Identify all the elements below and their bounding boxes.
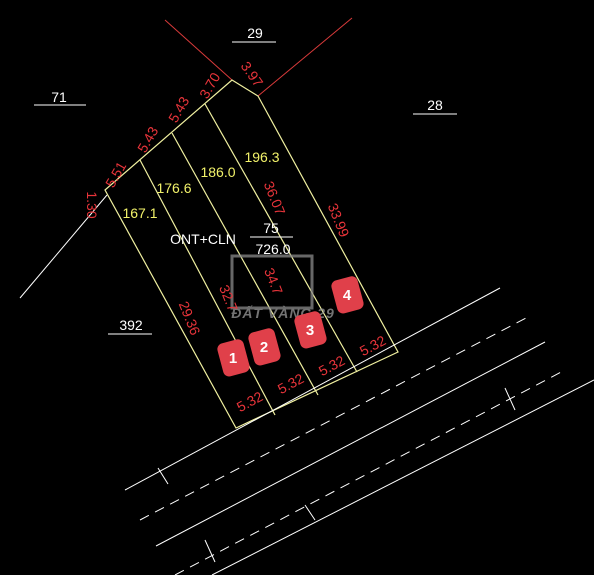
lot-badge-2-label: 2: [260, 339, 268, 356]
neighbor-top-label: 29: [247, 25, 263, 41]
dimension-lot4-side: 36.07: [261, 179, 289, 218]
dimension-lot3-side: 34.7: [261, 265, 286, 296]
dimension-front-1: 5.32: [234, 388, 266, 415]
road-centerline-2: [174, 369, 566, 575]
parcel-info: ONT+CLN 75 726.0: [170, 220, 293, 257]
parcel-land-use: ONT+CLN: [170, 231, 236, 247]
dimension-top-4: 3.70: [196, 70, 224, 102]
top-boundary-lines: [164, 17, 353, 97]
dimension-lot2-side: 32.7: [216, 282, 241, 313]
road-tick: [157, 467, 169, 485]
lot-area-3: 186.0: [200, 164, 235, 180]
neighbor-labels: 29 71 28 392: [34, 25, 457, 335]
dimension-top-2: 5.43: [134, 124, 162, 156]
road: [124, 287, 594, 575]
dimension-lot1-side: 29.36: [176, 299, 204, 338]
left-boundary-line: [19, 194, 108, 299]
boundary-line-right: [257, 17, 353, 97]
road-tick: [504, 387, 516, 411]
parcel-outline: [104, 79, 399, 429]
dimension-front-4: 5.32: [357, 332, 389, 359]
lot-divider-1: [139, 159, 276, 416]
neighbor-left-label: 392: [119, 317, 143, 333]
dimension-top-3: 5.43: [165, 94, 193, 126]
lot-badges: 1 2 3 4: [216, 275, 365, 378]
lot-badge-3-label: 3: [306, 322, 314, 339]
lot-lines: [104, 79, 399, 429]
road-edge-bottom: [211, 379, 594, 575]
road-tick: [204, 539, 216, 563]
lot-badge-3[interactable]: 3: [293, 310, 328, 350]
road-edge-top: [124, 287, 501, 491]
lot-badge-4[interactable]: 4: [330, 275, 365, 315]
lot-badge-4-label: 4: [343, 287, 352, 304]
lot-divider-2: [171, 132, 319, 396]
parcel-area: 726.0: [255, 241, 290, 257]
neighbor-top-right-label: 28: [427, 97, 443, 113]
dimension-front-2: 5.32: [275, 370, 307, 397]
road-edge-mid: [155, 341, 546, 547]
dimension-front-3: 5.32: [316, 352, 348, 379]
lot-area-4: 196.3: [244, 149, 279, 165]
dimension-left-edge: 1.30: [84, 191, 100, 218]
lot-divider-3: [204, 103, 358, 373]
left-boundary-lines: [19, 194, 108, 299]
lot-badge-2[interactable]: 2: [247, 327, 282, 367]
lot-area-2: 176.6: [156, 180, 191, 196]
boundary-line-left: [164, 19, 233, 81]
lot-areas: 167.1 176.6 186.0 196.3: [122, 149, 279, 221]
watermark-logo-icon: [230, 254, 314, 310]
dimension-top-1: 5.51: [102, 159, 130, 191]
dimension-right-edge: 33.99: [325, 201, 353, 240]
parcel-number: 75: [263, 220, 279, 236]
road-tick: [304, 504, 316, 521]
dimension-top-5: 3.97: [238, 58, 267, 90]
lot-badge-1-label: 1: [229, 350, 237, 367]
lot-badge-1[interactable]: 1: [216, 338, 251, 378]
lot-area-1: 167.1: [122, 205, 157, 221]
neighbor-top-left-label: 71: [51, 89, 67, 105]
road-centerline-1: [139, 317, 527, 521]
